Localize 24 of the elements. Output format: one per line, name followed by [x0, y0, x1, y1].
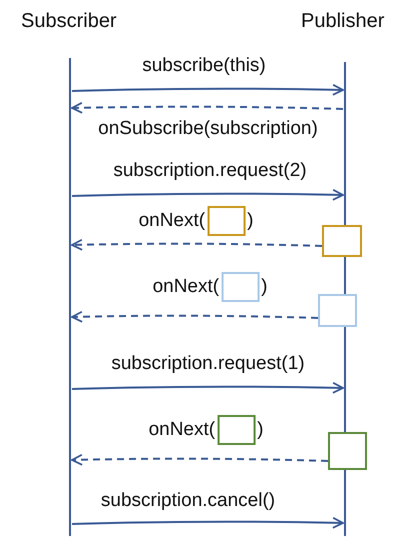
arrow: [72, 84, 344, 96]
edge-label: onSubscribe(subscription): [98, 117, 318, 141]
participant-name: Publisher: [301, 10, 384, 33]
edge-label: subscription.request(2): [113, 159, 307, 183]
edge-label: subscription.request(1): [111, 352, 305, 376]
arrow: [72, 516, 344, 529]
item-box: [322, 225, 362, 257]
arrow: [72, 188, 344, 201]
edge-label: ): [257, 418, 264, 442]
item-box: [328, 432, 367, 470]
edge-label: onNext(: [138, 208, 206, 233]
arrow: [71, 454, 328, 466]
arrow: [71, 102, 344, 114]
arrow: [71, 238, 322, 251]
edge-label: ): [247, 208, 254, 233]
arrow: [72, 382, 344, 394]
edge-label: onNext(: [148, 418, 216, 442]
edge-label: subscription.cancel(): [100, 489, 276, 513]
participant-name: Subscriber: [21, 10, 117, 33]
edge-label: onNext(: [152, 274, 220, 299]
edge-label: subscribe(this): [142, 54, 266, 78]
edge-label: ): [261, 274, 268, 299]
arrow: [71, 310, 318, 323]
item-box: [318, 294, 357, 327]
